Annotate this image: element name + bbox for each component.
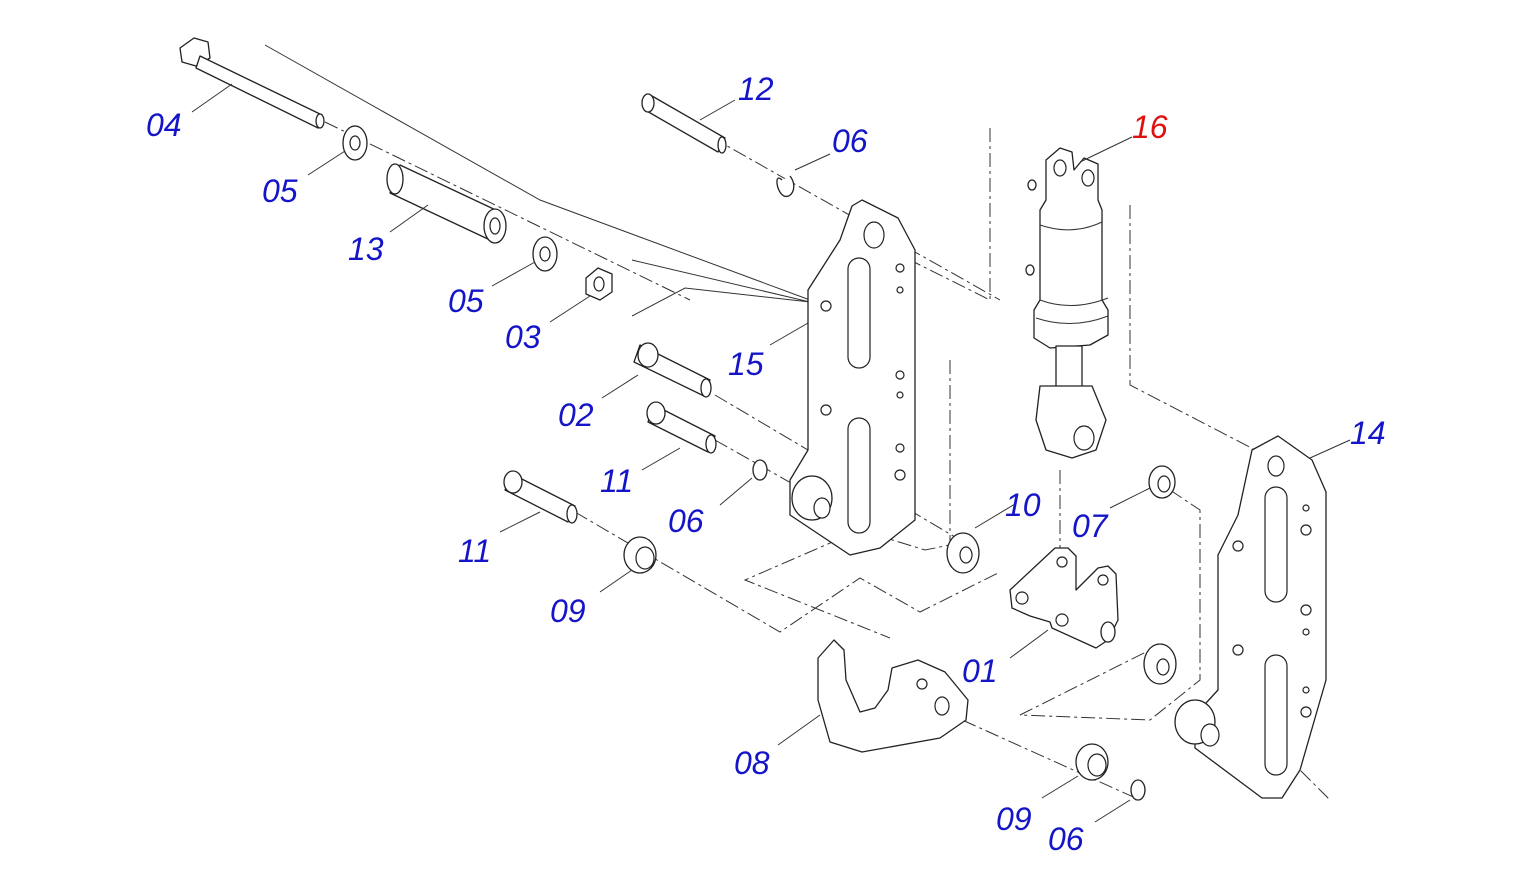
callout-11-lower: 11	[458, 533, 491, 569]
callout-09-upper: 09	[550, 593, 586, 629]
part-12-pin	[641, 93, 727, 154]
callout-05-lower: 05	[448, 283, 484, 319]
part-04-long-bolt	[179, 37, 325, 129]
part-13-spacer-tube	[386, 163, 507, 244]
callout-08: 08	[734, 745, 770, 781]
part-09-bushing-lower	[1075, 743, 1109, 781]
part-10-washer	[946, 532, 980, 574]
part-03-hex-nut	[585, 267, 613, 301]
assembly-axis-lines	[324, 121, 1331, 801]
callout-02: 02	[558, 397, 594, 433]
part-11-pin-lower	[503, 470, 578, 524]
callout-05-upper: 05	[262, 173, 298, 209]
part-07-washer-upper	[1148, 465, 1176, 499]
callout-06-lower: 06	[1048, 821, 1084, 857]
part-15-left-plate	[789, 199, 916, 556]
part-09-bushing-upper	[623, 536, 657, 574]
callout-06-middle: 06	[668, 503, 704, 539]
part-07-washer-lower	[1143, 643, 1177, 685]
part-05-washer-lower	[532, 236, 558, 272]
callout-01: 01	[962, 653, 998, 689]
callout-12: 12	[738, 71, 774, 107]
callout-leader-lines	[191, 83, 1351, 823]
callout-15: 15	[728, 346, 764, 382]
part-11-pin-upper	[646, 401, 717, 454]
part-02-pin	[633, 342, 712, 398]
callout-09-lower: 09	[996, 801, 1032, 837]
callout-14: 14	[1350, 415, 1386, 451]
callout-13: 13	[348, 231, 384, 267]
arm-outline	[264, 44, 811, 317]
callout-11-upper: 11	[600, 463, 633, 499]
callout-16: 16	[1132, 109, 1168, 145]
part-06-snap-ring-middle	[752, 459, 768, 481]
callout-10: 10	[1005, 487, 1041, 523]
callout-06-upper: 06	[832, 123, 868, 159]
part-05-washer-upper	[342, 125, 368, 161]
part-06-snap-ring-lower	[1130, 779, 1146, 801]
part-14-right-plate	[1174, 435, 1327, 799]
part-16-cylinder	[1025, 147, 1109, 459]
callout-07: 07	[1072, 508, 1109, 544]
part-01-bracket	[1009, 547, 1119, 649]
callout-04: 04	[146, 107, 182, 143]
part-06-snap-ring-upper	[776, 175, 795, 198]
callout-labels: 04 05 13 05 03 12 06 16 15 02 11 06 11 0…	[146, 71, 1386, 857]
part-08-hook-plate	[817, 639, 969, 753]
callout-03: 03	[505, 319, 541, 355]
